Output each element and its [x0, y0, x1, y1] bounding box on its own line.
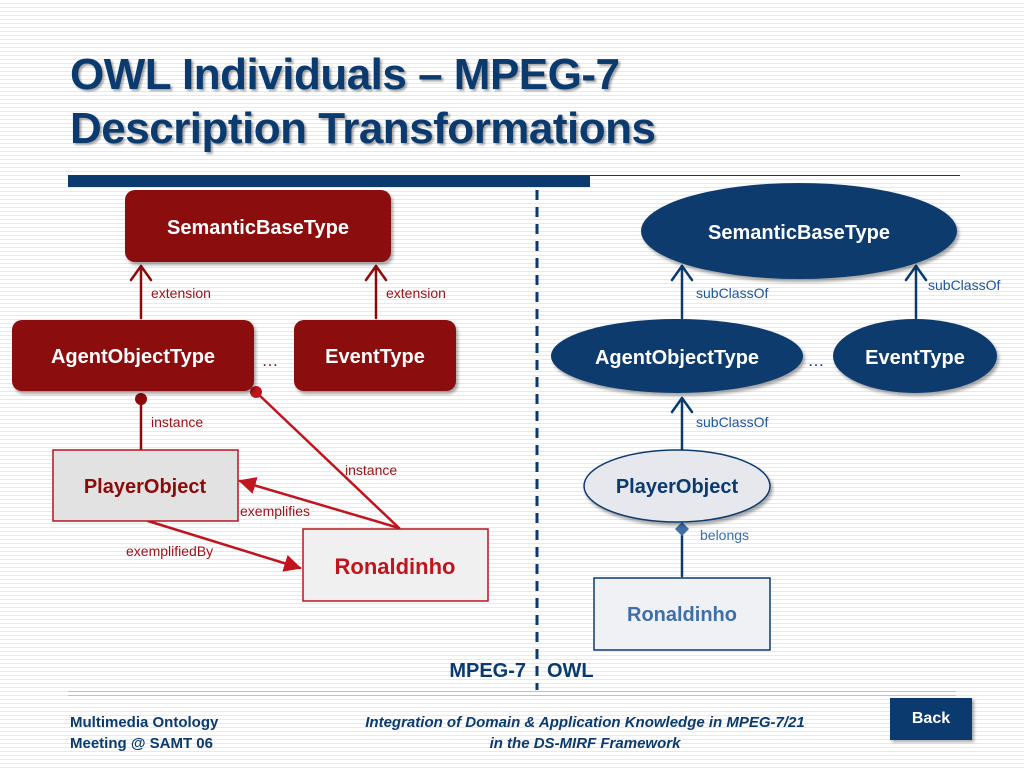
owl-node-agent-object-label: AgentObjectType [595, 347, 759, 369]
mpeg7-node-semantic-base: SemanticBaseType [125, 190, 391, 262]
owl-edge-subclass-player-label: subClassOf [696, 414, 768, 430]
mpeg7-extension-right-arrowhead [364, 264, 388, 282]
footer-meeting-line2: Meeting @ SAMT 06 [70, 735, 213, 752]
back-button[interactable]: Back [890, 698, 972, 740]
slide-title-line2: Description Transformations [70, 104, 656, 153]
mpeg7-instance-right-dot [250, 386, 262, 398]
owl-node-semantic-base: SemanticBaseType [641, 183, 957, 279]
footer-presentation-title-line2: in the DS-MIRF Framework [489, 735, 681, 752]
mpeg7-node-event-label: EventType [325, 346, 425, 368]
mpeg7-node-agent-object-label: AgentObjectType [51, 346, 215, 368]
owl-ellipsis: … [808, 351, 825, 370]
mpeg7-edge-extension-left-label: extension [151, 285, 211, 301]
label-owl: OWL [547, 660, 594, 682]
mpeg7-node-semantic-base-label: SemanticBaseType [167, 217, 349, 239]
owl-edge-belongs-label: belongs [700, 527, 749, 543]
mpeg7-edge-instance-right-label: instance [345, 462, 397, 478]
owl-node-ronaldinho: Ronaldinho [593, 577, 771, 651]
mpeg7-edge-exemplified-by-label: exemplifiedBy [126, 543, 213, 559]
footer-meeting: Multimedia Ontology Meeting @ SAMT 06 [70, 712, 300, 754]
mpeg7-node-player-object-label: PlayerObject [84, 476, 207, 498]
owl-edge-subclass-left-label: subClassOf [696, 285, 768, 301]
mpeg7-diagram: SemanticBaseType AgentObjectType … Event… [12, 190, 489, 602]
owl-subclass-left-arrowhead [670, 264, 694, 282]
mpeg7-instance-left-dot [135, 393, 147, 405]
title-underline-thick [68, 175, 590, 187]
mpeg7-edge-exemplifies-label: exemplifies [240, 503, 310, 519]
owl-belongs-diamond [675, 522, 689, 536]
mpeg7-ellipsis: … [262, 351, 279, 370]
owl-subclass-player-arrowhead [670, 396, 694, 414]
owl-node-event: EventType [833, 319, 997, 393]
mpeg7-node-event: EventType [294, 320, 456, 391]
mpeg7-exemplifies-line [238, 477, 401, 530]
mpeg7-instance-right-line [255, 391, 401, 530]
mpeg7-node-player-object: PlayerObject [52, 449, 239, 522]
owl-subclass-right-arrowhead [904, 264, 928, 282]
footer-presentation-title-line1: Integration of Domain & Application Know… [365, 714, 805, 731]
footer-meeting-line1: Multimedia Ontology [70, 714, 219, 731]
mpeg7-edge-instance-left-label: instance [151, 414, 203, 430]
mpeg7-node-agent-object: AgentObjectType [12, 320, 254, 391]
slide-title-line1: OWL Individuals – MPEG-7 [70, 50, 620, 99]
owl-node-semantic-base-label: SemanticBaseType [708, 222, 890, 244]
mpeg7-edge-extension-right-label: extension [386, 285, 446, 301]
owl-node-player-object: PlayerObject [583, 449, 771, 523]
owl-diagram: SemanticBaseType AgentObjectType … Event… [551, 183, 1000, 651]
title-underline-thin [590, 175, 960, 176]
footer-divider-top [68, 691, 956, 692]
owl-node-ronaldinho-label: Ronaldinho [627, 604, 737, 626]
owl-node-agent-object: AgentObjectType [551, 319, 803, 393]
footer-presentation-title: Integration of Domain & Application Know… [300, 712, 870, 754]
owl-edge-subclass-right-label: subClassOf [928, 277, 1000, 293]
mpeg7-exemplified-by-line [146, 519, 302, 572]
label-mpeg7: MPEG-7 [449, 660, 526, 682]
slide-title: OWL Individuals – MPEG-7 Description Tra… [70, 48, 656, 156]
owl-node-event-label: EventType [865, 347, 965, 369]
mpeg7-extension-left-arrowhead [129, 264, 153, 282]
footer-divider-bottom [68, 695, 956, 696]
mpeg7-node-ronaldinho-label: Ronaldinho [335, 554, 456, 579]
mpeg7-node-ronaldinho: Ronaldinho [302, 528, 489, 602]
owl-node-player-object-label: PlayerObject [616, 476, 739, 498]
